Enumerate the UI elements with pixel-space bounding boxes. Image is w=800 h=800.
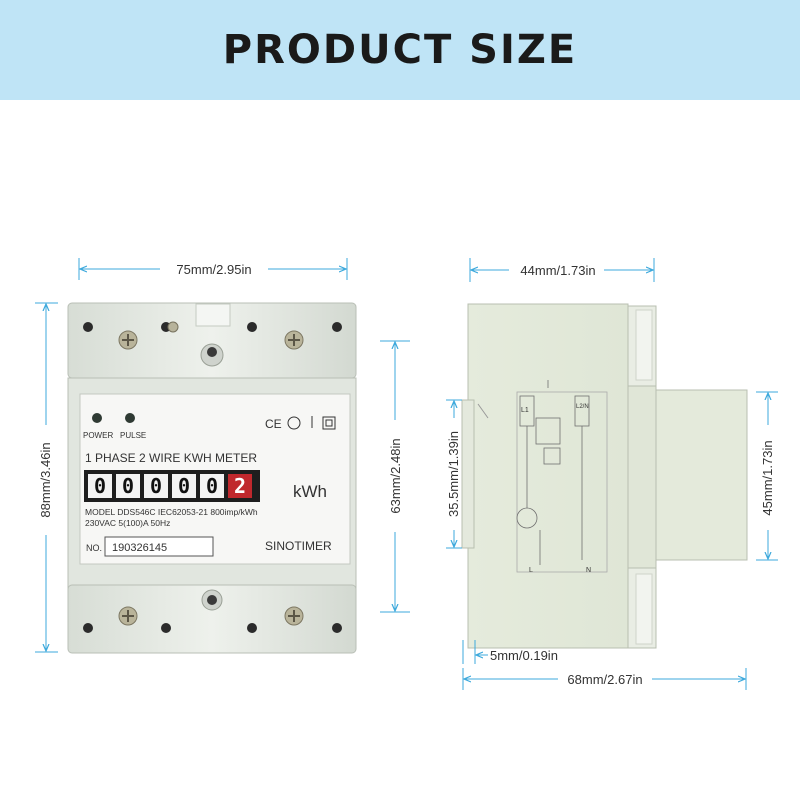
power-led-icon — [92, 413, 102, 423]
register-digit: 0 — [122, 474, 134, 498]
front-width-label: 75mm/2.95in — [176, 262, 251, 277]
wiring-labels: L1 L2/N L N — [521, 404, 591, 574]
register-digit: 2 — [234, 474, 246, 498]
register-digit: 0 — [150, 474, 162, 498]
pulse-led-icon — [125, 413, 135, 423]
double-insulation-icon — [322, 416, 336, 430]
register-drum — [172, 474, 196, 498]
side-meter — [461, 303, 748, 649]
power-label: POWER — [83, 431, 113, 440]
register-drum — [228, 474, 252, 498]
pulse-label: PULSE — [120, 431, 146, 440]
register-drum — [144, 474, 168, 498]
info-icon — [287, 416, 301, 430]
rail-label: 5mm/0.19in — [490, 648, 558, 663]
meter-title: 1 PHASE 2 WIRE KWH METER — [85, 451, 257, 465]
unit-label: kWh — [293, 482, 327, 501]
register-digit: 0 — [94, 474, 106, 498]
bottom-n-label: N — [586, 567, 591, 574]
front-dimensions: 75mm/2.95in 88mm/3.46in 63mm/2.48in — [35, 258, 410, 653]
bottom-l-label: L — [529, 567, 533, 574]
ce-mark: CE — [265, 417, 282, 431]
rating-line: 230VAC 5(100)A 50Hz — [85, 518, 170, 528]
terminal-l2n-label: L2/N — [576, 404, 589, 410]
side-left-height-label: 35.5mm/1.39in — [446, 431, 461, 517]
register-digit: 0 — [206, 474, 218, 498]
header-banner: PRODUCT SIZE — [0, 0, 800, 100]
model-line: MODEL DDS546C IEC62053-21 800imp/kWh — [85, 507, 258, 517]
register-drum — [116, 474, 140, 498]
side-dimensions: 44mm/1.73in 35.5mm/1.39in 45mm/1.73in 5m… — [446, 258, 778, 690]
register-drum — [200, 474, 224, 498]
terminal-l1-label: L1 — [521, 407, 529, 414]
wiring-diagram — [516, 380, 608, 573]
serial-number: 190326145 — [112, 542, 167, 554]
panel-height-label: 63mm/2.48in — [388, 438, 403, 513]
side-width-label: 44mm/1.73in — [520, 263, 595, 278]
page-title: PRODUCT SIZE — [222, 27, 578, 73]
meter-nameplate: POWER PULSE CE 1 PHASE 2 WIRE KWH METER … — [83, 413, 336, 557]
side-right-height-label: 45mm/1.73in — [760, 440, 775, 515]
register-digit: 0 — [178, 474, 190, 498]
serial-prefix: NO. — [86, 543, 102, 553]
front-height-label: 88mm/3.46in — [38, 442, 53, 517]
brand-label: SINOTIMER — [265, 539, 332, 553]
side-depth-label: 68mm/2.67in — [567, 672, 642, 687]
register-drum — [88, 474, 112, 498]
screw-hole-icon — [83, 322, 93, 332]
